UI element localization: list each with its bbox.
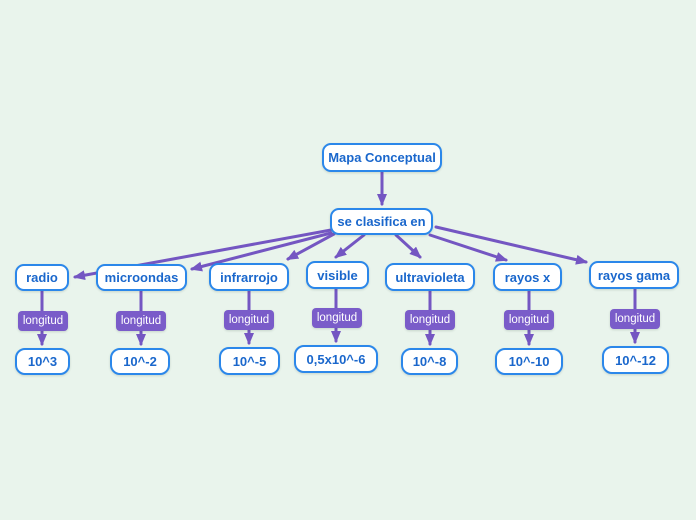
node-value-visible[interactable]: 0,5x10^-6 (294, 345, 378, 373)
node-category-rayos-gama[interactable]: rayos gama (589, 261, 679, 289)
node-category-rayos-x[interactable]: rayos x (493, 263, 562, 291)
connector-classifier-rayos-gama (434, 225, 588, 265)
category-label: infrarrojo (220, 269, 278, 285)
relation-chip-label: longitud (614, 313, 656, 325)
node-classifier-label: se clasifica en (337, 214, 426, 229)
value-label: 10^-5 (232, 353, 267, 369)
relation-chip-visible[interactable]: longitud (312, 308, 362, 328)
node-value-microondas[interactable]: 10^-2 (110, 348, 170, 375)
node-value-rayos-gama[interactable]: 10^-12 (602, 346, 669, 374)
value-label: 10^-10 (508, 354, 550, 369)
relation-chip-radio[interactable]: longitud (18, 311, 68, 331)
node-root[interactable]: Mapa Conceptual (322, 143, 442, 172)
relation-chip-rayos-x[interactable]: longitud (504, 310, 554, 330)
value-label: 10^3 (27, 354, 58, 369)
value-label: 10^-12 (615, 352, 656, 368)
node-category-radio[interactable]: radio (15, 264, 69, 291)
node-value-rayos-x[interactable]: 10^-10 (495, 348, 563, 375)
node-root-label: Mapa Conceptual (328, 150, 436, 165)
node-value-infrarrojo[interactable]: 10^-5 (219, 347, 280, 375)
relation-chip-infrarrojo[interactable]: longitud (224, 310, 274, 330)
value-label: 0,5x10^-6 (306, 351, 366, 367)
relation-chip-label: longitud (120, 315, 162, 327)
connector-classifier-ultravioleta (394, 233, 422, 259)
connector-classifier-rayos-x (428, 233, 508, 262)
relation-chip-microondas[interactable]: longitud (116, 311, 166, 331)
node-category-ultravioleta[interactable]: ultravioleta (385, 263, 475, 291)
node-category-visible[interactable]: visible (306, 261, 369, 289)
relation-chip-ultravioleta[interactable]: longitud (405, 310, 455, 330)
node-category-microondas[interactable]: microondas (96, 264, 187, 291)
node-category-infrarrojo[interactable]: infrarrojo (209, 263, 289, 291)
category-label: rayos x (504, 269, 551, 285)
node-value-radio[interactable]: 10^3 (15, 348, 70, 375)
value-label: 10^-8 (412, 354, 447, 369)
node-value-ultravioleta[interactable]: 10^-8 (401, 348, 458, 375)
relation-chip-label: longitud (508, 314, 550, 326)
relation-chip-label: longitud (22, 315, 64, 327)
connector-classifier-visible (334, 233, 366, 259)
category-label: ultravioleta (395, 269, 465, 285)
category-label: visible (317, 267, 358, 283)
relation-chip-rayos-gama[interactable]: longitud (610, 309, 660, 329)
value-label: 10^-2 (123, 354, 157, 369)
connector-classifier-infrarrojo (286, 232, 336, 261)
category-label: radio (26, 270, 58, 285)
relation-chip-label: longitud (228, 314, 270, 326)
category-label: rayos gama (597, 267, 671, 283)
category-label: microondas (104, 270, 179, 285)
relation-chip-label: longitud (316, 312, 358, 324)
node-classifier[interactable]: se clasifica en (330, 208, 433, 235)
relation-chip-label: longitud (409, 314, 451, 326)
